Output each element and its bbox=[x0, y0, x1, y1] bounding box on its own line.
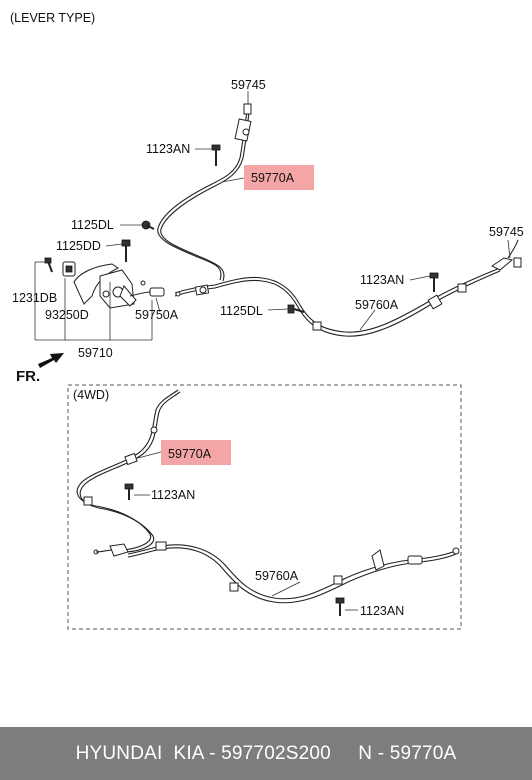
label-59750a: 59750A bbox=[135, 308, 179, 322]
bolt-1231db bbox=[44, 257, 53, 273]
cable-59760a-4wd bbox=[127, 541, 460, 604]
label-1125dl-a: 1125DL bbox=[71, 218, 114, 232]
highlight-59770a-top bbox=[244, 165, 314, 190]
bolt-1123an-top bbox=[211, 144, 221, 166]
cable-59770a-4wd bbox=[76, 389, 181, 557]
label-1123an-4wd-b: 1123AN bbox=[360, 604, 404, 618]
bolt-1125dl-a bbox=[141, 220, 155, 230]
front-marker: FR. bbox=[16, 368, 40, 385]
leader-lines-4wd bbox=[134, 451, 358, 611]
clip-59745-right bbox=[513, 257, 522, 268]
label-59760a: 59760A bbox=[355, 298, 399, 312]
label-1123an-4wd-a: 1123AN bbox=[151, 488, 195, 502]
label-59745-top: 59745 bbox=[231, 78, 266, 92]
bolt-1123an-mid bbox=[429, 272, 439, 292]
leader-lines-upper bbox=[34, 91, 511, 341]
section-4wd-label: (4WD) bbox=[73, 388, 109, 402]
part-number-footer: HYUNDAI KIA - 597702S200 N - 59770A bbox=[0, 727, 532, 780]
cable-59770a-upper bbox=[157, 103, 252, 282]
bolt-1125dl-b bbox=[287, 304, 305, 314]
label-59710: 59710 bbox=[78, 346, 113, 360]
label-1123an-mid: 1123AN bbox=[360, 273, 404, 287]
label-59770a-top: 59770A bbox=[251, 171, 295, 185]
parking-brake-cable-diagram: (LEVER TYPE) bbox=[10, 11, 524, 630]
section-4wd-box bbox=[67, 384, 462, 630]
front-direction-arrow-icon bbox=[38, 353, 64, 368]
diagram-title: (LEVER TYPE) bbox=[10, 11, 95, 25]
bolt-1123an-4wd-a bbox=[124, 483, 134, 500]
clip-59745-top bbox=[243, 103, 252, 115]
highlight-59770a-4wd bbox=[161, 440, 231, 465]
label-59745-right: 59745 bbox=[489, 225, 524, 239]
cable-59760a-upper bbox=[174, 239, 522, 337]
parking-brake-lever-assembly bbox=[62, 261, 165, 309]
label-59770a-4wd: 59770A bbox=[168, 447, 212, 461]
label-1123an-top: 1123AN bbox=[146, 142, 190, 156]
label-93250d: 93250D bbox=[45, 308, 89, 322]
label-1125dd: 1125DD bbox=[56, 239, 101, 253]
label-59760a-4wd: 59760A bbox=[255, 569, 299, 583]
bolt-1125dd bbox=[121, 239, 131, 262]
bolt-1123an-4wd-b bbox=[335, 597, 345, 616]
label-1231db: 1231DB bbox=[12, 291, 57, 305]
label-1125dl-b: 1125DL bbox=[220, 304, 263, 318]
equalizer-59750a bbox=[149, 287, 165, 297]
